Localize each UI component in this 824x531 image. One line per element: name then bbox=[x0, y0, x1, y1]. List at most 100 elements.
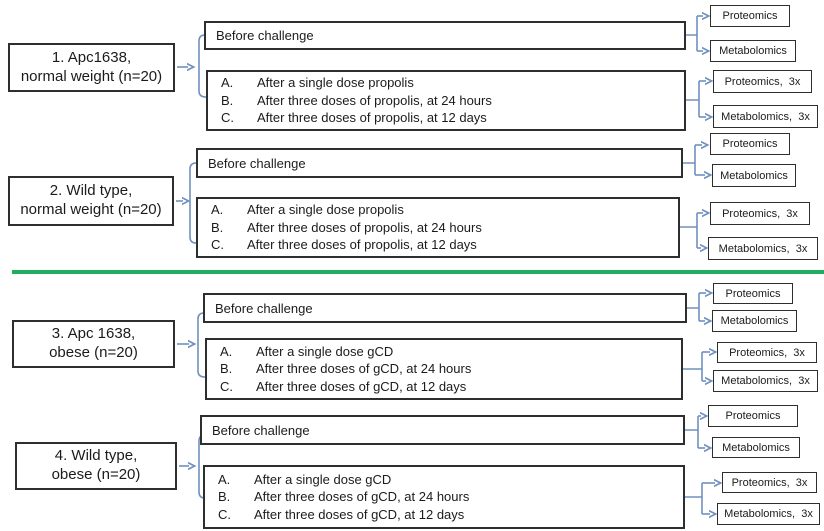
outcome-label: Metabolomics bbox=[720, 315, 789, 327]
before-challenge-box-2: Before challenge bbox=[196, 148, 683, 178]
outcome-box-metabolomics-3x: Metabolomics, 3x bbox=[717, 503, 820, 525]
group-3-box: 3. Apc 1638, obese (n=20) bbox=[12, 320, 175, 368]
outcome-box-metabolomics-3x: Metabolomics, 3x bbox=[713, 105, 818, 128]
after-item: B. After three doses of gCD, at 24 hours bbox=[218, 488, 683, 506]
group-2-label-line2: normal weight (n=20) bbox=[20, 201, 162, 218]
after-item: A. After a single dose gCD bbox=[220, 343, 681, 361]
fanout-connector bbox=[683, 145, 696, 175]
after-item-text: After three doses of propolis, at 12 day… bbox=[247, 237, 477, 253]
after-item-text: After a single dose gCD bbox=[254, 471, 392, 487]
group-1-label-line1: 1. Apc1638, bbox=[51, 48, 132, 66]
fanout-connector bbox=[687, 293, 700, 321]
group-4-label-line1: 4. Wild type, bbox=[54, 447, 138, 465]
outcome-box-metabolomics-3x: Metabolomics, 3x bbox=[708, 237, 818, 260]
fanout-connector bbox=[685, 483, 703, 514]
after-item: C. After three doses of gCD, at 12 days bbox=[218, 506, 683, 524]
outcome-label: Proteomics bbox=[725, 410, 781, 422]
outcome-box-metabolomics: Metabolomics bbox=[712, 437, 800, 458]
outcome-box-proteomics-3x: Proteomics, 3x bbox=[710, 202, 810, 225]
outcome-label: Proteomics, 3x bbox=[729, 346, 805, 359]
before-challenge-box-3: Before challenge bbox=[203, 293, 687, 323]
after-item-marker: C. bbox=[221, 110, 234, 126]
fanout-connector bbox=[686, 81, 700, 117]
group-2-box: 2. Wild type, normal weight (n=20) bbox=[8, 176, 174, 226]
after-item-marker: C. bbox=[218, 506, 231, 522]
after-item-text: After three doses of gCD, at 12 days bbox=[256, 378, 467, 394]
fanout-connector bbox=[683, 352, 703, 381]
group-2-label-line1: 2. Wild type, bbox=[49, 182, 133, 200]
outcome-label: Metabolomics bbox=[722, 441, 790, 454]
outcome-box-metabolomics-3x: Metabolomics, 3x bbox=[713, 370, 818, 392]
fanout-connector bbox=[680, 213, 698, 248]
outcome-box-metabolomics: Metabolomics bbox=[712, 310, 797, 332]
outcome-label: Metabolomics, 3x bbox=[724, 508, 813, 520]
after-item: A. After a single dose gCD bbox=[218, 471, 683, 489]
after-challenge-box-3: A. After a single dose gCD B. After thre… bbox=[205, 338, 683, 400]
outcome-box-proteomics-3x: Proteomics, 3x bbox=[722, 472, 817, 493]
after-item: C. After three doses of propolis, at 12 … bbox=[221, 109, 684, 127]
group-3-label-line1: 3. Apc 1638, bbox=[51, 325, 136, 343]
outcome-box-proteomics: Proteomics bbox=[708, 405, 798, 427]
after-item-marker: B. bbox=[220, 361, 233, 377]
after-item-text: After a single dose gCD bbox=[256, 343, 394, 359]
outcome-label: Proteomics bbox=[725, 287, 781, 300]
after-item-text: After three doses of propolis, at 24 hou… bbox=[247, 219, 482, 235]
before-challenge-label: Before challenge bbox=[216, 28, 314, 43]
outcome-label: Proteomics, 3x bbox=[722, 207, 798, 220]
before-challenge-box-4: Before challenge bbox=[200, 415, 685, 445]
outcome-label: Metabolomics, 3x bbox=[721, 375, 810, 387]
after-item: C. After three doses of gCD, at 12 days bbox=[220, 378, 681, 396]
after-item-marker: B. bbox=[218, 489, 231, 505]
after-item-marker: C. bbox=[211, 237, 224, 253]
group-1-box: 1. Apc1638, normal weight (n=20) bbox=[8, 43, 175, 92]
after-item-marker: B. bbox=[211, 219, 224, 235]
before-challenge-label: Before challenge bbox=[215, 300, 313, 316]
after-challenge-box-1: A. After a single dose propolis B. After… bbox=[206, 70, 686, 131]
group-4-box: 4. Wild type, obese (n=20) bbox=[15, 442, 177, 490]
outcome-box-proteomics-3x: Proteomics, 3x bbox=[717, 342, 817, 363]
outcome-box-proteomics: Proteomics bbox=[710, 5, 790, 27]
after-challenge-box-2: A. After a single dose propolis B. After… bbox=[196, 197, 680, 258]
outcome-box-metabolomics: Metabolomics bbox=[710, 40, 796, 62]
after-item-text: After a single dose propolis bbox=[257, 75, 414, 91]
after-item-text: After three doses of gCD, at 24 hours bbox=[256, 361, 472, 377]
outcome-label: Metabolomics, 3x bbox=[721, 110, 810, 123]
after-item: B. After three doses of gCD, at 24 hours bbox=[220, 360, 681, 378]
after-item: A. After a single dose propolis bbox=[221, 74, 684, 92]
group-3-label-line2: obese (n=20) bbox=[49, 344, 138, 361]
outcome-label: Metabolomics bbox=[720, 169, 788, 182]
outcome-label: Proteomics, 3x bbox=[724, 75, 801, 88]
after-item-marker: A. bbox=[211, 202, 224, 218]
after-item-marker: B. bbox=[221, 92, 234, 108]
after-item-text: After three doses of gCD, at 24 hours bbox=[254, 489, 470, 505]
outcome-label: Proteomics bbox=[722, 10, 778, 22]
outcome-label: Proteomics, 3x bbox=[731, 476, 808, 489]
after-item-marker: A. bbox=[220, 343, 233, 359]
after-item-marker: A. bbox=[218, 471, 231, 487]
outcome-label: Metabolomics, 3x bbox=[718, 242, 808, 255]
after-item-marker: C. bbox=[220, 378, 233, 394]
after-item: B. After three doses of propolis, at 24 … bbox=[221, 92, 684, 110]
before-challenge-label: Before challenge bbox=[212, 422, 310, 438]
divider-line bbox=[12, 270, 824, 274]
outcome-label: Metabolomics bbox=[719, 45, 787, 57]
group-1-label-line2: normal weight (n=20) bbox=[20, 67, 163, 85]
outcome-label: Proteomics bbox=[722, 138, 778, 150]
group-4-label-line2: obese (n=20) bbox=[51, 466, 141, 483]
fanout-connector bbox=[686, 16, 698, 51]
after-item-marker: A. bbox=[221, 75, 234, 91]
after-item: C. After three doses of propolis, at 12 … bbox=[211, 236, 678, 254]
after-item: A. After a single dose propolis bbox=[211, 201, 678, 219]
outcome-box-metabolomics: Metabolomics bbox=[712, 164, 796, 187]
outcome-box-proteomics: Proteomics bbox=[710, 133, 790, 155]
after-item-text: After three doses of propolis, at 24 hou… bbox=[257, 92, 492, 108]
after-item-text: After three doses of gCD, at 12 days bbox=[254, 506, 465, 522]
outcome-box-proteomics-3x: Proteomics, 3x bbox=[713, 70, 812, 93]
after-challenge-box-4: A. After a single dose gCD B. After thre… bbox=[203, 465, 685, 529]
outcome-box-proteomics: Proteomics bbox=[713, 283, 793, 304]
fanout-connector bbox=[685, 416, 699, 448]
after-item-text: After a single dose propolis bbox=[247, 202, 404, 218]
after-item-text: After three doses of propolis, at 12 day… bbox=[257, 110, 487, 126]
after-item: B. After three doses of propolis, at 24 … bbox=[211, 219, 678, 237]
